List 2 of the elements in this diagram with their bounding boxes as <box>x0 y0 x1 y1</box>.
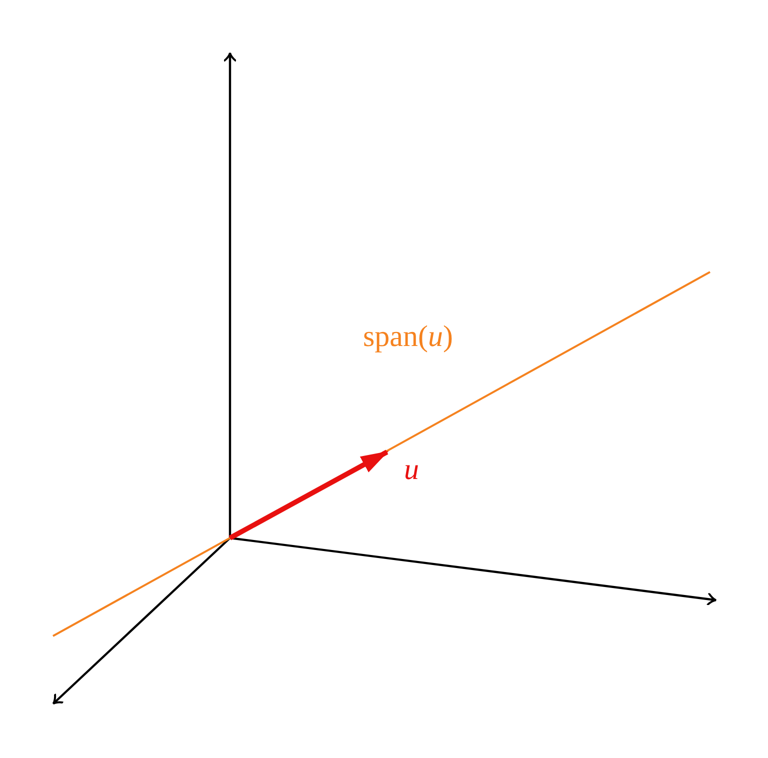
span-label: span(u) <box>363 322 453 352</box>
vector-label: u <box>404 455 419 485</box>
